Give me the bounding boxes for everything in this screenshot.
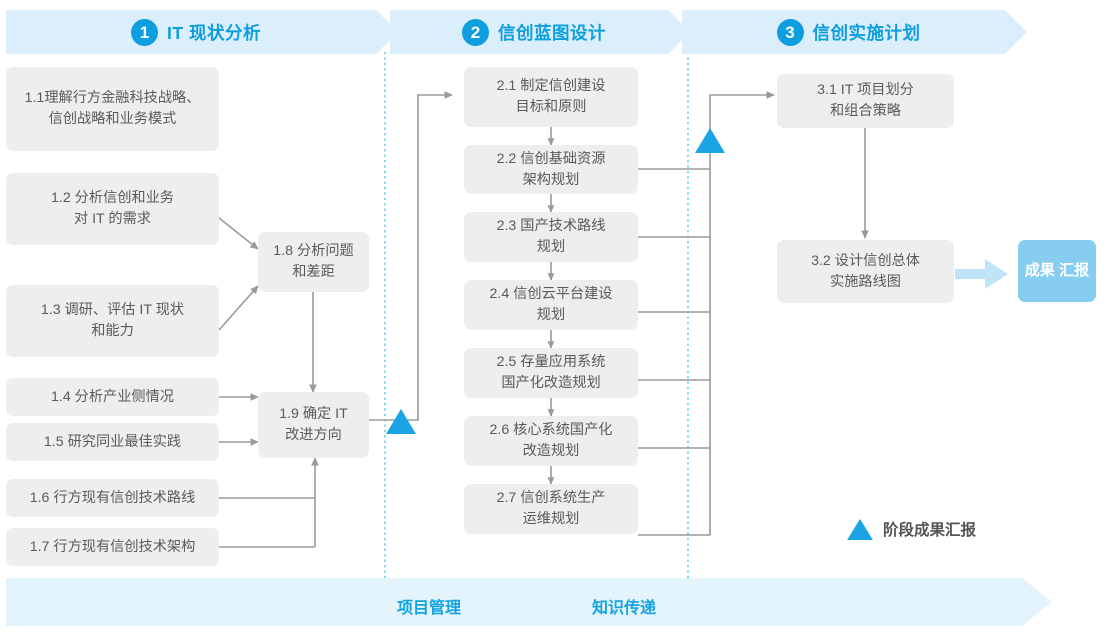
task-node-1-8[interactable]: 1.8 分析问题 和差距 <box>258 232 369 292</box>
task-line: 2.5 存量应用系统 <box>496 354 606 371</box>
task-line: 1.8 分析问题 <box>273 243 354 260</box>
phase-band-1: 1 IT 现状分析 <box>6 10 398 54</box>
phase-number-badge: 2 <box>462 19 489 46</box>
task-node-2-3[interactable]: 2.3 国产技术路线 规划 <box>464 212 638 262</box>
task-node-2-1[interactable]: 2.1 制定信创建设 目标和原则 <box>464 67 638 127</box>
bottom-band-label-knowledge-transfer: 知识传递 <box>592 600 657 617</box>
task-node-2-4[interactable]: 2.4 信创云平台建设 规划 <box>464 280 638 330</box>
task-line: 1.4 分析产业侧情况 <box>51 388 174 405</box>
task-line: 3.2 设计信创总体 <box>811 252 920 269</box>
wire-bus-to-3-1 <box>709 91 775 535</box>
bottom-band-label-project-management: 项目管理 <box>397 600 462 617</box>
task-line: 1.5 研究同业最佳实践 <box>43 433 182 450</box>
legend-label: 阶段成果汇报 <box>883 522 977 539</box>
deliverable-line: 成果 <box>1024 261 1055 279</box>
task-line: 改造规划 <box>522 443 580 459</box>
task-line: 架构规划 <box>522 171 580 188</box>
task-line: 2.4 信创云平台建设 <box>489 286 613 303</box>
wire-1-9-to-2-1 <box>369 91 453 421</box>
task-line: 1.1理解行方金融科技战略、 <box>24 90 201 107</box>
phase-title: IT 现状分析 <box>167 22 261 43</box>
deliverable-line: 汇报 <box>1059 261 1090 279</box>
triangle-up-icon <box>847 518 873 540</box>
wire-1-2-to-1-8 <box>218 217 259 250</box>
task-node-1-3[interactable]: 1.3 调研、评估 IT 现状 和能力 <box>6 285 219 357</box>
phase-band-3: 3 信创实施计划 <box>682 10 1027 54</box>
task-line: 2.7 信创系统生产 <box>496 490 606 507</box>
task-line: 1.7 行方现有信创技术架构 <box>29 538 196 555</box>
task-node-1-1[interactable]: 1.1理解行方金融科技战略、 信创战略和业务模式 <box>6 67 219 151</box>
task-line: 对 IT 的需求 <box>73 211 151 227</box>
task-node-2-2[interactable]: 2.2 信创基础资源 架构规划 <box>464 145 638 194</box>
task-node-1-9[interactable]: 1.9 确定 IT 改进方向 <box>258 392 369 458</box>
task-line: 实施路线图 <box>830 273 901 290</box>
task-line: 运维规划 <box>522 511 580 527</box>
task-node-1-7[interactable]: 1.7 行方现有信创技术架构 <box>6 528 219 566</box>
task-node-1-6[interactable]: 1.6 行方现有信创技术路线 <box>6 479 219 517</box>
phase-title: 信创蓝图设计 <box>498 22 606 43</box>
task-node-2-5[interactable]: 2.5 存量应用系统 国产化改造规划 <box>464 348 638 398</box>
task-node-1-4[interactable]: 1.4 分析产业侧情况 <box>6 378 219 416</box>
task-node-1-5[interactable]: 1.5 研究同业最佳实践 <box>6 423 219 461</box>
phase-number-badge: 3 <box>777 19 804 46</box>
task-line: 3.1 IT 项目划分 <box>817 82 914 99</box>
task-line: 规划 <box>536 239 566 255</box>
task-line: 2.1 制定信创建设 <box>496 78 606 95</box>
milestone-triangle-phase1 <box>386 409 416 434</box>
task-node-2-6[interactable]: 2.6 核心系统国产化 改造规划 <box>464 416 638 466</box>
task-line: 和组合策略 <box>830 103 901 119</box>
task-line: 1.9 确定 IT <box>279 406 348 423</box>
bottom-band <box>6 578 1052 626</box>
task-line: 1.2 分析信创和业务 <box>51 190 174 207</box>
deliverable-box[interactable]: 成果 汇报 <box>1018 240 1096 302</box>
task-line: 1.6 行方现有信创技术路线 <box>29 489 196 506</box>
task-line: 和差距 <box>292 264 335 280</box>
task-node-3-1[interactable]: 3.1 IT 项目划分 和组合策略 <box>777 74 954 128</box>
task-line: 1.3 调研、评估 IT 现状 <box>40 302 185 319</box>
task-line: 和能力 <box>91 323 134 339</box>
task-node-1-2[interactable]: 1.2 分析信创和业务 对 IT 的需求 <box>6 173 219 245</box>
task-node-3-2[interactable]: 3.2 设计信创总体 实施路线图 <box>777 240 954 303</box>
task-line: 2.2 信创基础资源 <box>496 150 606 167</box>
phase-title: 信创实施计划 <box>812 22 921 43</box>
task-line: 改进方向 <box>285 427 342 443</box>
wire-3-2-to-deliverable <box>955 259 1008 289</box>
legend: 阶段成果汇报 <box>847 518 976 540</box>
task-line: 信创战略和业务模式 <box>48 111 177 127</box>
phase-number-badge: 1 <box>131 19 158 46</box>
task-line: 目标和原则 <box>515 99 587 115</box>
task-line: 2.6 核心系统国产化 <box>489 422 613 439</box>
task-line: 2.3 国产技术路线 <box>496 218 606 235</box>
task-node-2-7[interactable]: 2.7 信创系统生产 运维规划 <box>464 484 638 534</box>
phase-band-2: 2 信创蓝图设计 <box>390 10 690 54</box>
wire-1-3-to-1-8 <box>218 285 259 331</box>
milestone-triangle-phase2 <box>695 128 725 153</box>
task-line: 国产化改造规划 <box>501 375 601 391</box>
task-line: 规划 <box>536 307 566 323</box>
